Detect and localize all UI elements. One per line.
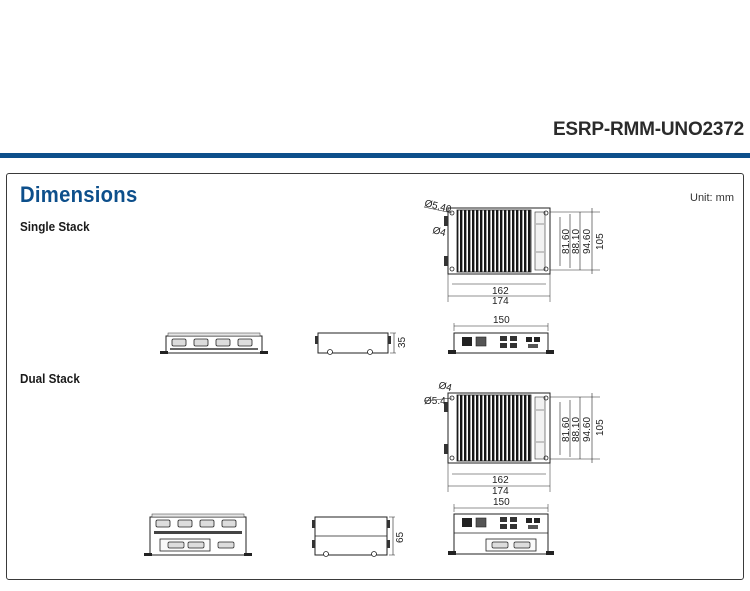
dual-side-height: 65: [395, 531, 406, 543]
dual-dim-right-4: 105: [595, 419, 606, 436]
dual-rear-view: [144, 513, 252, 556]
dual-front-dimension: 150: [453, 497, 549, 512]
header-rule: [0, 153, 750, 158]
dual-top-dimensions: Ø4 Ø5.4 81.60 88.10 94.60 105 162 174: [423, 380, 606, 497]
single-stack-label: Single Stack: [20, 219, 90, 234]
dual-hole-inner: Ø4: [437, 380, 453, 394]
single-dim-right-1: 81.60: [561, 229, 572, 254]
single-side-height: 35: [397, 336, 408, 348]
single-dim-right-2: 88.10: [571, 229, 582, 254]
dual-hole-outer: Ø5.4: [424, 396, 446, 407]
single-front-width: 150: [493, 315, 510, 326]
single-side-dimension: 35: [390, 332, 408, 354]
dual-side-dimension: 65: [389, 516, 406, 556]
single-top-view: [444, 207, 551, 275]
dual-dim-bottom-1: 162: [492, 475, 509, 486]
dual-top-view: [444, 392, 551, 464]
single-dim-right-3: 94.60: [582, 229, 593, 254]
single-rear-view: [160, 332, 268, 354]
dual-side-view: [312, 516, 390, 557]
section-title: Dimensions: [20, 182, 138, 207]
dual-dim-right-2: 88.10: [571, 417, 582, 442]
single-hole-inner: Ø4: [431, 225, 447, 239]
single-hole-outer: Ø5.40: [423, 198, 453, 215]
single-top-dimensions: Ø5.40 Ø4 81.60 88.10 94.60 105 162 174: [423, 198, 606, 307]
dimensions-panel: [6, 173, 744, 580]
single-dim-bottom-1: 162: [492, 286, 509, 297]
single-front-dimension: 150: [453, 315, 549, 331]
unit-label: Unit: mm: [690, 192, 734, 204]
dual-dim-bottom-2: 174: [492, 486, 509, 497]
dual-stack-label: Dual Stack: [20, 371, 80, 386]
dual-dim-right-3: 94.60: [582, 417, 593, 442]
product-title: ESRP-RMM-UNO2372: [552, 119, 744, 140]
single-side-view: [315, 332, 391, 355]
dual-front-width: 150: [493, 497, 510, 508]
single-front-view: [448, 332, 554, 354]
dual-dim-right-1: 81.60: [561, 417, 572, 442]
single-dim-bottom-2: 174: [492, 296, 509, 307]
single-dim-right-4: 105: [595, 233, 606, 250]
dual-front-view: [448, 513, 554, 555]
